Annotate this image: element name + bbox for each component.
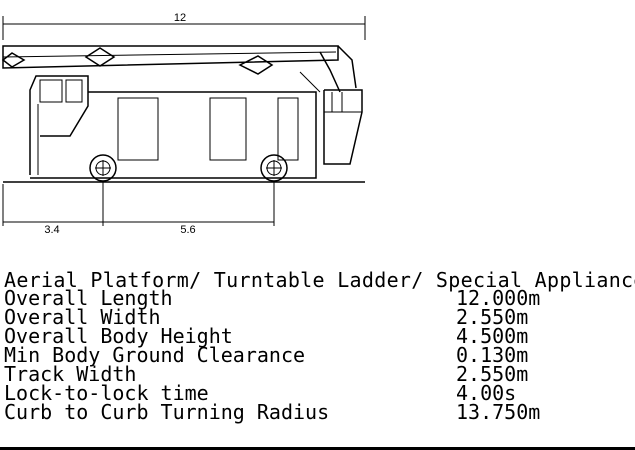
spec-label: Curb to Curb Turning Radius [4,400,330,424]
spec-label: Overall Length [4,286,173,310]
vehicle-body [29,75,363,179]
spec-table: Overall Length 12.000m Overall Width 2.5… [4,286,624,424]
spec-row: Overall Body Height 4.500m [4,324,624,348]
spec-row: Track Width 2.550m [4,362,624,386]
spec-value: 2.550m [456,362,529,386]
overall-length-dimension: 12 [2,12,366,40]
spec-label: Overall Body Height [4,324,233,348]
spec-label: Track Width [4,362,137,386]
spec-row: Min Body Ground Clearance 0.130m [4,343,624,367]
spec-value: 2.550m [456,305,529,329]
spec-row: Lock-to-lock time 4.00s [4,381,624,405]
front-wheel [89,154,117,182]
spec-value: 0.130m [456,343,529,367]
wheelbase-label: 5.6 [180,224,195,236]
ladder-boom [1,45,357,93]
rear-wheel [260,154,288,182]
spec-row: Curb to Curb Turning Radius 13.750m [4,400,624,424]
spec-label: Min Body Ground Clearance [4,343,306,367]
overall-length-label: 12 [174,12,186,24]
bottom-border [0,447,635,450]
spec-value: 4.00s [456,381,517,405]
spec-label: Overall Width [4,305,161,329]
spec-title: Aerial Platform/ Turntable Ladder/ Speci… [4,268,635,292]
spec-row: Overall Length 12.000m [4,286,624,310]
front-overhang-label: 3.4 [44,224,59,236]
spec-row: Overall Width 2.550m [4,305,624,329]
spec-label: Lock-to-lock time [4,381,209,405]
spec-value: 12.000m [456,286,541,310]
spec-value: 4.500m [456,324,529,348]
axle-dimensions: 3.4 5.6 [2,182,275,236]
spec-value: 13.750m [456,400,541,424]
